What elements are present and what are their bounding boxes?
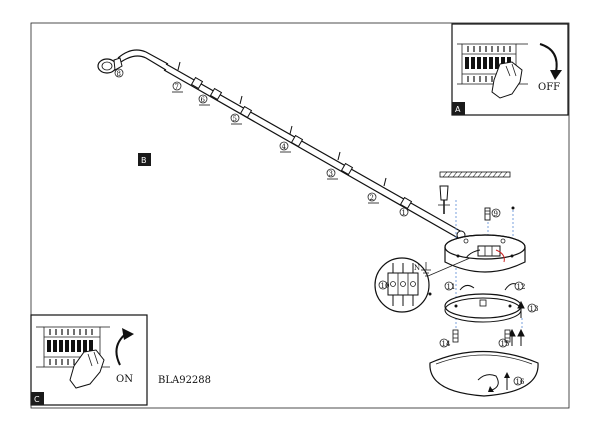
glass-shade [429, 350, 539, 397]
canopy-base [444, 234, 526, 273]
model-code: BLA92288 [158, 375, 211, 386]
panel-b-badge-label: B [141, 156, 147, 165]
step-1: 1 [402, 209, 406, 217]
panel-a-badge-label: A [455, 105, 461, 114]
cover-plate [444, 293, 522, 323]
plate-screws [452, 329, 511, 343]
panel-a-frame [451, 23, 569, 116]
rotate-arrow-icon [477, 372, 510, 392]
panel-b-badge [138, 153, 151, 166]
step-4: 4 [282, 143, 287, 151]
terminal-label-n: N [414, 264, 420, 272]
step-11: 11 [447, 283, 456, 291]
lamp-head [97, 58, 117, 74]
ceiling-screw: 9 [484, 207, 501, 221]
step-12: 12 [517, 283, 526, 291]
step-7: 7 [175, 83, 179, 91]
hand-icon-c [69, 349, 105, 389]
state-label-off: OFF [538, 82, 560, 93]
ceiling-hatch [439, 171, 511, 178]
state-label-on: ON [116, 374, 133, 385]
step-9: 9 [494, 210, 498, 218]
step-10: 10 [381, 282, 390, 290]
screwdriver-icon [438, 185, 450, 214]
step-13: 13 [530, 305, 539, 313]
page-frame [30, 22, 570, 409]
panel-a-badge [452, 102, 465, 115]
step-3: 3 [329, 170, 333, 178]
panel-c-badge [31, 392, 44, 405]
switch-off-icon [539, 43, 558, 73]
step-16: 16 [516, 378, 525, 386]
step-2: 2 [370, 194, 374, 202]
panel-c-badge-label: C [34, 395, 40, 404]
breaker-rail-a [457, 43, 528, 85]
track-rail [97, 49, 466, 240]
step-5: 5 [233, 115, 237, 123]
panel-a: OFF A [451, 23, 569, 116]
step-15: 15 [501, 340, 510, 348]
step-6: 6 [201, 96, 206, 104]
panel-c: ON C [30, 314, 148, 406]
rail-step-markers: 8 7 6 5 4 3 2 1 [114, 68, 409, 217]
breaker-rail-c [36, 326, 110, 368]
terminal-block-detail: N 10 [374, 257, 471, 313]
step-14: 14 [442, 340, 451, 348]
ground-icon [421, 262, 431, 277]
step-8: 8 [117, 70, 121, 78]
